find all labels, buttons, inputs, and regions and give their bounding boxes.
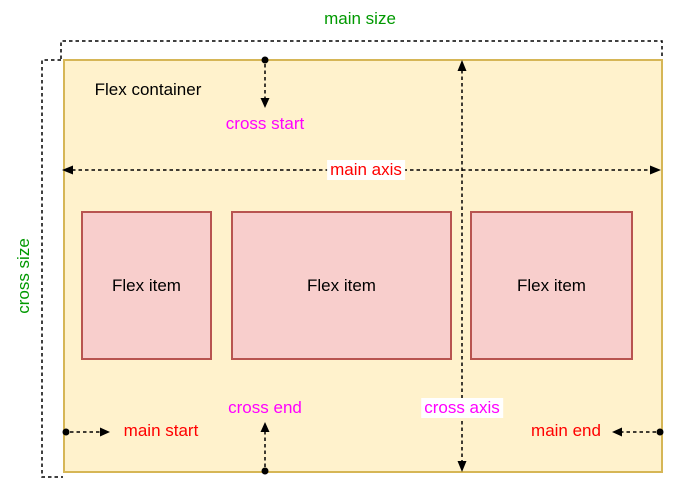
flex-item-3-label: Flex item [517,275,586,295]
cross-size-bracket [41,59,63,478]
flex-item-2: Flex item [231,211,452,360]
flex-item-2-label: Flex item [307,275,376,295]
main-end-label: main end [531,421,601,440]
cross-axis-label: cross axis [421,398,503,418]
main-size-bracket [60,40,663,59]
cross-size-label: cross size [14,238,33,314]
cross-start-label: cross start [225,114,305,133]
cross-end-label: cross end [228,398,302,417]
main-start-label: main start [123,421,199,440]
flex-item-1-label: Flex item [112,275,181,295]
flex-container-label: Flex container [94,80,202,99]
flex-item-1: Flex item [81,211,212,360]
flex-item-3: Flex item [470,211,633,360]
main-size-label: main size [324,9,396,28]
main-axis-label: main axis [327,160,405,180]
